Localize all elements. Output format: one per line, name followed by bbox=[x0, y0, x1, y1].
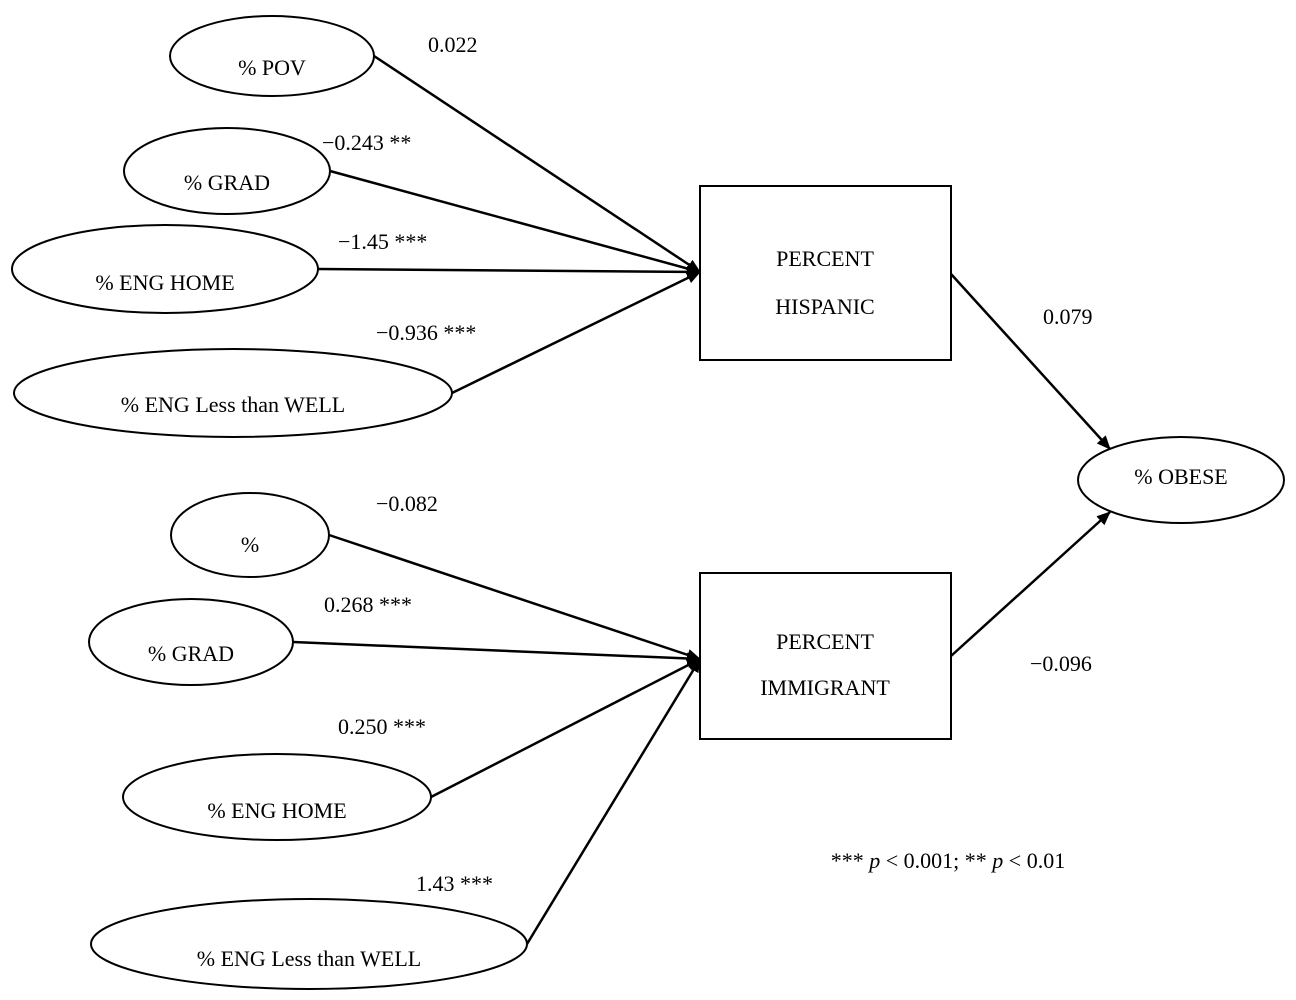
coef-eng-home-immigrant: 0.250 *** bbox=[338, 714, 426, 739]
node-eng-home-immigrant: % ENG HOME bbox=[122, 753, 432, 841]
coef-eng-less-hispanic: −0.936 *** bbox=[376, 320, 476, 345]
note-thr1: < 0.001; bbox=[886, 848, 965, 873]
note-p2: p bbox=[990, 848, 1003, 873]
edge-grad-to-immigrant bbox=[292, 640, 701, 665]
coef-pct-immigrant: −0.082 bbox=[376, 491, 438, 516]
node-eng-less-hispanic-label: % ENG Less than WELL bbox=[121, 392, 345, 417]
coef-eng-home-hispanic: −1.45 *** bbox=[338, 229, 427, 254]
significance-note: *** p < 0.001; ** p < 0.01 bbox=[831, 848, 1065, 873]
coef-eng-less-immigrant: 1.43 *** bbox=[416, 871, 493, 896]
coef-grad-hispanic: −0.243 ** bbox=[322, 130, 411, 155]
node-eng-home-hispanic-label: % ENG HOME bbox=[95, 270, 234, 295]
node-pov-hispanic: % POV bbox=[169, 15, 375, 97]
node-grad-immigrant: % GRAD bbox=[88, 598, 294, 686]
coef-grad-immigrant: 0.268 *** bbox=[324, 592, 412, 617]
note-thr2: < 0.01 bbox=[1009, 848, 1065, 873]
edge-pov-to-hispanic bbox=[373, 54, 701, 274]
box-percent-immigrant: PERCENT IMMIGRANT bbox=[699, 572, 952, 740]
note-p1: p bbox=[867, 848, 880, 873]
node-eng-less-immigrant: % ENG Less than WELL bbox=[90, 898, 528, 990]
coef-hispanic-obese: 0.079 bbox=[1043, 304, 1093, 329]
edge-eng-less-to-hispanic bbox=[451, 270, 701, 395]
node-pov-hispanic-label: % POV bbox=[238, 55, 306, 80]
node-pct-immigrant-label: % bbox=[241, 532, 259, 557]
node-grad-hispanic: % GRAD bbox=[123, 127, 331, 215]
edge-pct-to-immigrant bbox=[328, 533, 701, 661]
note-stars3: *** bbox=[831, 848, 864, 873]
node-obese: % OBESE bbox=[1077, 436, 1285, 524]
box-percent-immigrant-line2: IMMIGRANT bbox=[760, 675, 890, 700]
note-stars2: ** bbox=[965, 848, 987, 873]
edge-eng-home-to-immigrant bbox=[430, 657, 701, 799]
edge-eng-less-to-immigrant bbox=[525, 658, 702, 945]
node-obese-label: % OBESE bbox=[1134, 464, 1228, 489]
edge-hispanic-to-obese bbox=[950, 273, 1111, 450]
node-eng-less-immigrant-label: % ENG Less than WELL bbox=[197, 946, 421, 971]
box-percent-hispanic-line1: PERCENT bbox=[776, 246, 874, 271]
coef-pov-hispanic: 0.022 bbox=[428, 32, 478, 57]
box-percent-immigrant-line1: PERCENT bbox=[776, 629, 874, 654]
box-percent-hispanic: PERCENT HISPANIC bbox=[699, 185, 952, 361]
edge-grad-to-hispanic bbox=[329, 169, 701, 275]
edge-immigrant-to-obese bbox=[950, 511, 1111, 657]
edge-eng-home-to-hispanic bbox=[317, 265, 701, 278]
box-percent-hispanic-line2: HISPANIC bbox=[775, 294, 874, 319]
node-grad-immigrant-label: % GRAD bbox=[148, 641, 234, 666]
node-grad-hispanic-label: % GRAD bbox=[184, 170, 270, 195]
node-eng-less-hispanic: % ENG Less than WELL bbox=[13, 348, 453, 438]
coef-immigrant-obese: −0.096 bbox=[1030, 651, 1092, 676]
node-eng-home-immigrant-label: % ENG HOME bbox=[207, 798, 346, 823]
node-eng-home-hispanic: % ENG HOME bbox=[11, 224, 319, 314]
node-pct-immigrant: % bbox=[170, 492, 330, 578]
